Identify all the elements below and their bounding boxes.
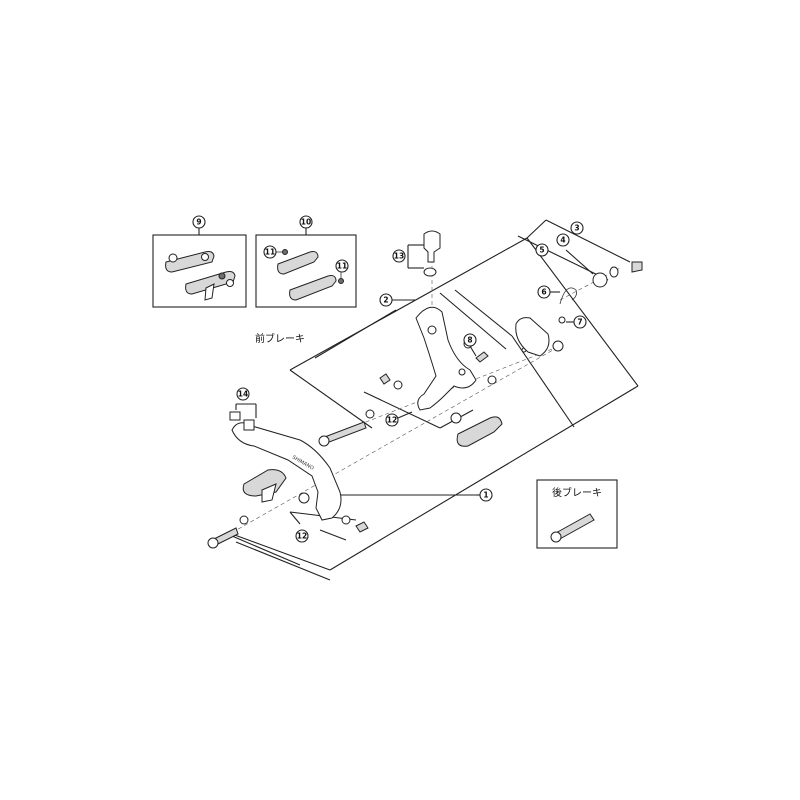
- callout-7: 7: [566, 315, 587, 329]
- svg-text:4: 4: [560, 236, 565, 245]
- callout-10: 10: [299, 215, 313, 229]
- caliper-arm-upper: [415, 306, 477, 411]
- svg-text:3: 3: [574, 224, 579, 233]
- callout-12b: 12: [295, 529, 309, 543]
- inset-box-rear-brake: 後ブレーキ: [536, 479, 618, 549]
- mounting-bolt-bottom: [207, 527, 239, 549]
- svg-text:13: 13: [394, 252, 404, 261]
- svg-text:7: 7: [577, 318, 582, 327]
- callout-11b: 11: [335, 259, 349, 273]
- inset-box-cartridge-shoe: [255, 228, 357, 308]
- svg-text:10: 10: [301, 218, 311, 227]
- callout-9: 9: [192, 215, 206, 229]
- svg-text:12: 12: [387, 416, 397, 425]
- svg-text:14: 14: [238, 390, 248, 399]
- svg-text:1: 1: [483, 491, 488, 500]
- callout-5: 5: [535, 243, 549, 257]
- washers: [239, 266, 619, 525]
- cable-adjuster: [423, 230, 441, 277]
- callout-4: 4: [556, 233, 570, 247]
- callout-11a: 11: [263, 245, 277, 259]
- svg-text:6: 6: [541, 288, 546, 297]
- pad-fixing-parts: [229, 411, 255, 431]
- svg-text:2: 2: [383, 296, 388, 305]
- svg-text:11: 11: [337, 262, 347, 271]
- center-bolt: [318, 421, 367, 447]
- svg-text:8: 8: [467, 336, 472, 345]
- brake-shoe-lower: [242, 469, 287, 503]
- callout-3: 3: [570, 221, 584, 235]
- svg-text:5: 5: [539, 246, 544, 255]
- quick-release-cam: [515, 317, 550, 357]
- svg-text:11: 11: [265, 248, 275, 257]
- brake-shoe-upper: [456, 416, 503, 447]
- callout-8: 8: [463, 333, 477, 357]
- rear-brake-label: 後ブレーキ: [552, 486, 602, 499]
- callout-12a: 12: [385, 411, 413, 427]
- front-brake-label: 前ブレーキ: [255, 332, 305, 345]
- return-spring: [558, 287, 577, 324]
- callout-6: 6: [537, 285, 560, 299]
- svg-text:9: 9: [196, 218, 201, 227]
- callout-14: 14: [236, 387, 250, 401]
- svg-text:12: 12: [297, 532, 307, 541]
- callout-13: 13: [392, 249, 406, 263]
- callout-1: 1: [476, 488, 493, 502]
- inset-box-brake-shoe-set: [152, 228, 247, 308]
- callout-2: 2: [379, 293, 416, 307]
